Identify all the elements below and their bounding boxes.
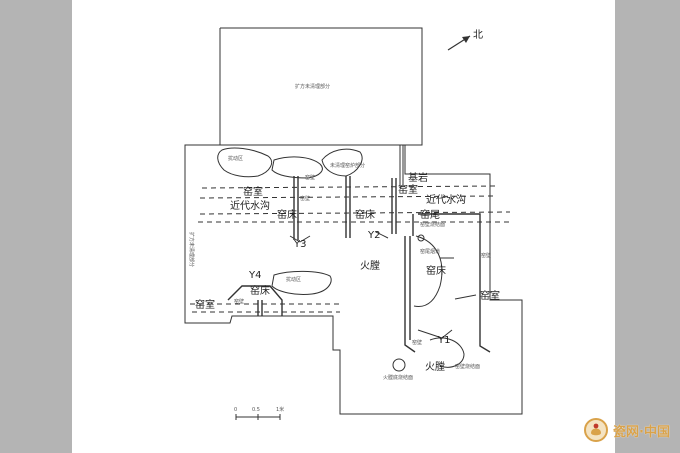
firebox-label-1: 火膛 xyxy=(360,259,380,272)
kiln-id-y3: Y3 xyxy=(293,239,306,250)
stone-outline-1 xyxy=(217,147,273,178)
bedrock-label: 基岩 xyxy=(408,171,428,184)
watermark-text: 瓷网·中国 xyxy=(613,424,670,440)
kiln-bed-label-3: 窑床 xyxy=(426,264,446,277)
kiln-id-y2: Y2 xyxy=(367,230,380,241)
scale-tick-half: 0.5 xyxy=(252,407,260,413)
small-tag-5: 窑壁烧结面 xyxy=(455,363,480,370)
firebox-curve-2 xyxy=(429,337,465,368)
small-tag-1: 窑壁 xyxy=(305,174,315,181)
stone-top-label: 扰动区 xyxy=(228,155,243,162)
stone-outline-2 xyxy=(271,156,323,179)
porcelain-net-logo-icon xyxy=(584,418,609,442)
scale-bar xyxy=(235,414,281,420)
stone-bottom-label: 火膛底烧结面 xyxy=(383,374,413,381)
expansion-area-top xyxy=(219,27,423,146)
kiln-chamber-label-4: 窑室 xyxy=(195,298,215,311)
modern-ditch-label-1: 近代水沟 xyxy=(230,199,270,212)
kiln-bed-label-4: 窑床 xyxy=(250,284,270,297)
north-arrow-icon xyxy=(447,35,471,51)
unexcavated-label: 未清理窑炉部分 xyxy=(330,162,365,169)
kiln-chamber-label-1: 窑室 xyxy=(243,185,263,198)
kiln-id-y4: Y4 xyxy=(248,270,261,281)
expansion-top-label: 扩方未清理部分 xyxy=(295,83,330,90)
firebox-label-2: 火膛 xyxy=(425,360,445,373)
north-label: 北 xyxy=(473,29,483,41)
small-tag-8: 窑壁 xyxy=(481,252,491,259)
scale-tick-0: 0 xyxy=(234,407,237,413)
small-tag-4: 窑尾烟道 xyxy=(420,248,440,255)
watermark: 瓷网·中国 xyxy=(583,417,670,443)
small-tag-2: 窑壁 xyxy=(300,195,310,202)
stone-outline-3 xyxy=(271,270,332,295)
kiln-bed-label-2: 窑床 xyxy=(355,208,375,221)
stone-mid-label: 扰动区 xyxy=(286,276,301,283)
kiln-chamber-label-2: 窑室 xyxy=(398,183,418,196)
scale-tick-1m: 1米 xyxy=(276,406,284,413)
excavation-outline xyxy=(184,144,523,415)
kiln-bed-label-1: 窑床 xyxy=(277,208,297,221)
firebox-curve xyxy=(413,235,443,307)
expansion-left-label: 扩方未清理部分 xyxy=(188,232,195,267)
stone-outline-4 xyxy=(321,148,363,177)
kiln-chamber-label-3: 窑室 xyxy=(480,289,500,302)
kiln-tail-label: 窑尾 xyxy=(420,208,440,221)
small-tag-6: 窑壁 xyxy=(234,298,244,305)
page xyxy=(72,0,615,453)
small-tag-7: 窑壁 xyxy=(412,339,422,346)
modern-ditch-label-2: 近代水沟 xyxy=(426,193,466,206)
small-tag-3: 窑壁烧结面 xyxy=(420,221,445,228)
kiln-id-y1: Y1 xyxy=(437,335,450,346)
